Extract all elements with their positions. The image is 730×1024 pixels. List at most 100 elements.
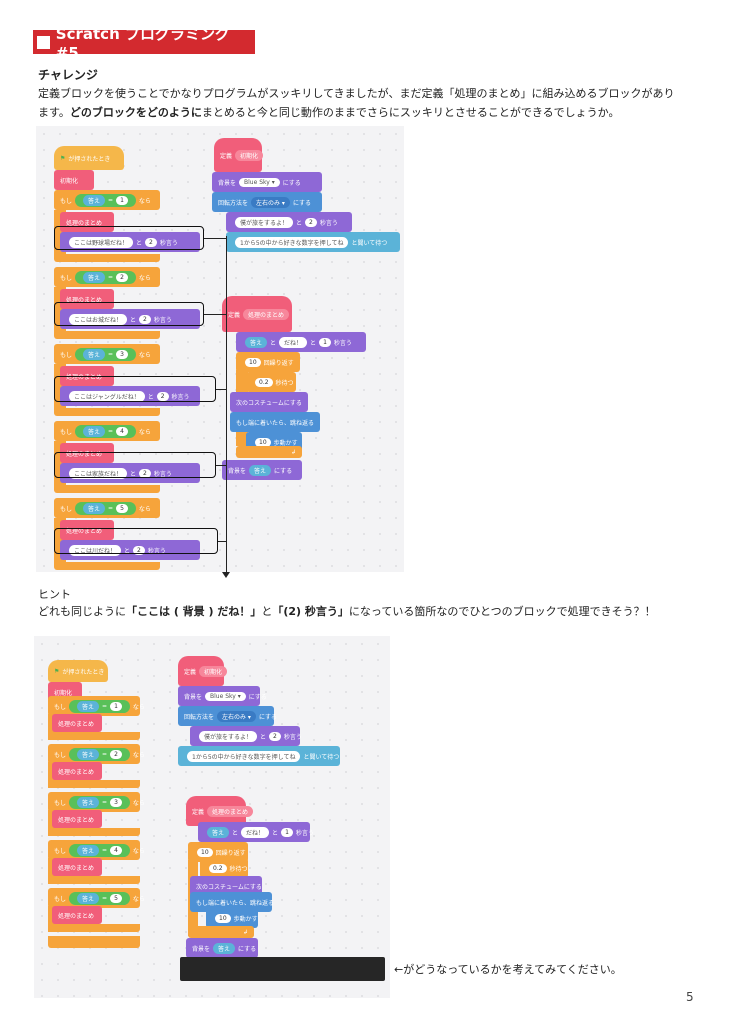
process-call-block: 処理のまとめ [52,810,102,828]
challenge-heading: チャレンジ [38,68,98,82]
seconds-number: 2 [139,468,151,478]
say-text: ここはジャングルだね！ [69,390,145,402]
process-call-block: 処理のまとめ [52,906,102,924]
page-title: Scratch プログラミング #5 [33,25,255,62]
hint-heading: ヒント [38,588,71,601]
compare-number: 5 [110,893,122,903]
equals-label: = [102,750,108,758]
connector-line [204,238,226,239]
say-text: ここはお城だね！ [69,313,128,325]
equals-label: = [108,196,114,204]
process-call-block: 処理のまとめ [60,520,114,540]
answer-reporter: 答え [83,271,106,283]
if-c-end [54,331,160,339]
then-label: なら [132,751,145,759]
if-c-end [54,408,160,416]
condition: 答え=4 [69,843,130,857]
if-label: もし [60,428,73,436]
compare-number: 3 [116,349,128,359]
define-process-hat: 定義処理のまとめ [222,296,292,332]
equals-label: = [108,273,114,281]
hidden-block [180,957,385,981]
answer-reporter: 答え [77,892,100,904]
then-label: なら [138,274,151,282]
hint-note: ←がどうなっているかを考えてみてください。 [394,963,622,976]
green-flag-icon: ⚑ [54,667,60,675]
if-label: もし [60,505,73,513]
connector-line [216,465,226,466]
if-c-end [54,485,160,493]
if-block: もし 答え=2 なら [54,267,160,287]
arrow-down-icon [222,572,230,578]
define-init-hat-2: 定義初期化 [178,656,228,686]
process-label: 処理のまとめ [58,864,95,872]
answer-reporter: 答え [77,796,100,808]
repeat-end: ↲ [236,446,302,458]
equals-label: = [102,846,108,854]
if-c-end [54,254,160,262]
if-label: もし [60,274,73,282]
condition: 答え=4 [75,424,136,438]
challenge-text: 定義ブロックを使うことでかなりプログラムがスッキリしてきましたが、まだ定義「処理… [38,87,675,119]
if-c-end [48,876,140,884]
process-label: 処理のまとめ [66,296,103,304]
condition: 答え=1 [75,193,136,207]
compare-number: 3 [110,797,122,807]
equals-label: = [102,894,108,902]
compare-number: 4 [116,426,128,436]
then-label: なら [132,895,145,903]
square-icon [37,35,50,49]
stack-end [48,936,140,948]
then-label: なら [138,505,151,513]
if-c-end [48,828,140,836]
equals-label: = [102,702,108,710]
highlight-box [54,226,204,250]
if-label: もし [60,197,73,205]
ask-block-2: 1から5の中から好きな数字を押してねと聞いて待つ [178,746,340,766]
equals-label: = [108,427,114,435]
connector-line [226,236,227,574]
rotation-block: 回転方法を左右のみ ▾にする [212,192,322,212]
answer-reporter: 答え [83,502,106,514]
seconds-number: 2 [156,391,169,401]
compare-number: 2 [116,272,128,282]
next-costume-block-2: 次のコスチュームにする [190,876,262,896]
answer-reporter: 答え [77,844,100,856]
process-label: 処理のまとめ [58,720,95,728]
condition: 答え=5 [69,891,130,905]
connector-line [216,389,226,390]
answer-reporter: 答え [77,700,100,712]
seconds-number: 2 [139,314,151,324]
connector-line [204,314,226,315]
green-flag-block: ⚑が押されたとき [54,146,124,170]
and-label: と [147,393,154,401]
if-c-end [48,924,140,932]
seconds-say-label: 秒言う [159,239,178,247]
process-call-block: 処理のまとめ [52,762,102,780]
then-label: なら [132,799,145,807]
process-label: 処理のまとめ [66,527,103,535]
if-label: もし [54,799,67,807]
process-label: 処理のまとめ [66,450,103,458]
if-c-end [48,732,140,740]
condition: 答え=1 [69,699,130,713]
